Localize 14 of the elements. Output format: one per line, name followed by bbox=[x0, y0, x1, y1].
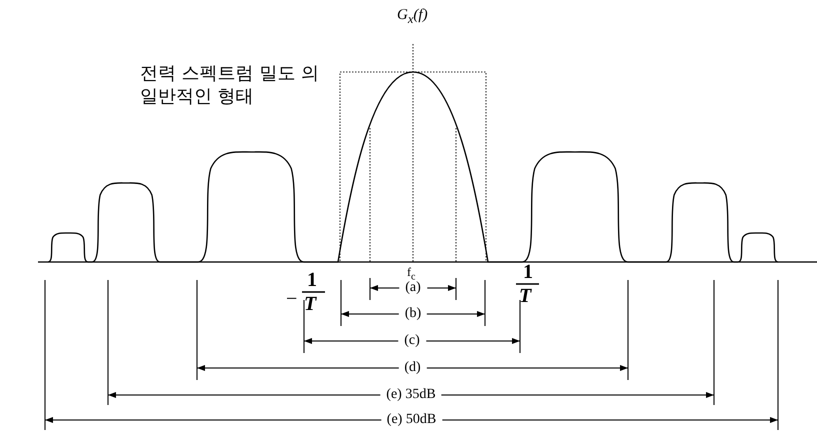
dimension-label: (e) 35dB bbox=[380, 388, 442, 402]
axis-label: G$_{x}$(f) bbox=[397, 8, 428, 26]
dimension-label: (b) bbox=[398, 307, 428, 321]
fraction-numerator: 1 bbox=[307, 270, 317, 290]
fraction-numerator: 1 bbox=[523, 262, 533, 282]
fraction-denominator: T bbox=[519, 286, 532, 306]
minus-sign: − bbox=[286, 289, 298, 309]
fraction-denominator: T bbox=[304, 294, 316, 314]
center-frequency-label: f$_{c}$ bbox=[407, 266, 416, 282]
dimension-label: (a) bbox=[399, 281, 427, 295]
dimension-label: (c) bbox=[398, 334, 426, 348]
dimension-label: (e) 50dB bbox=[380, 413, 442, 427]
annotation-text: 전력 스펙트럼 밀도 의 일반적인 형태 bbox=[140, 62, 320, 109]
dimension-label: (d) bbox=[398, 361, 427, 375]
